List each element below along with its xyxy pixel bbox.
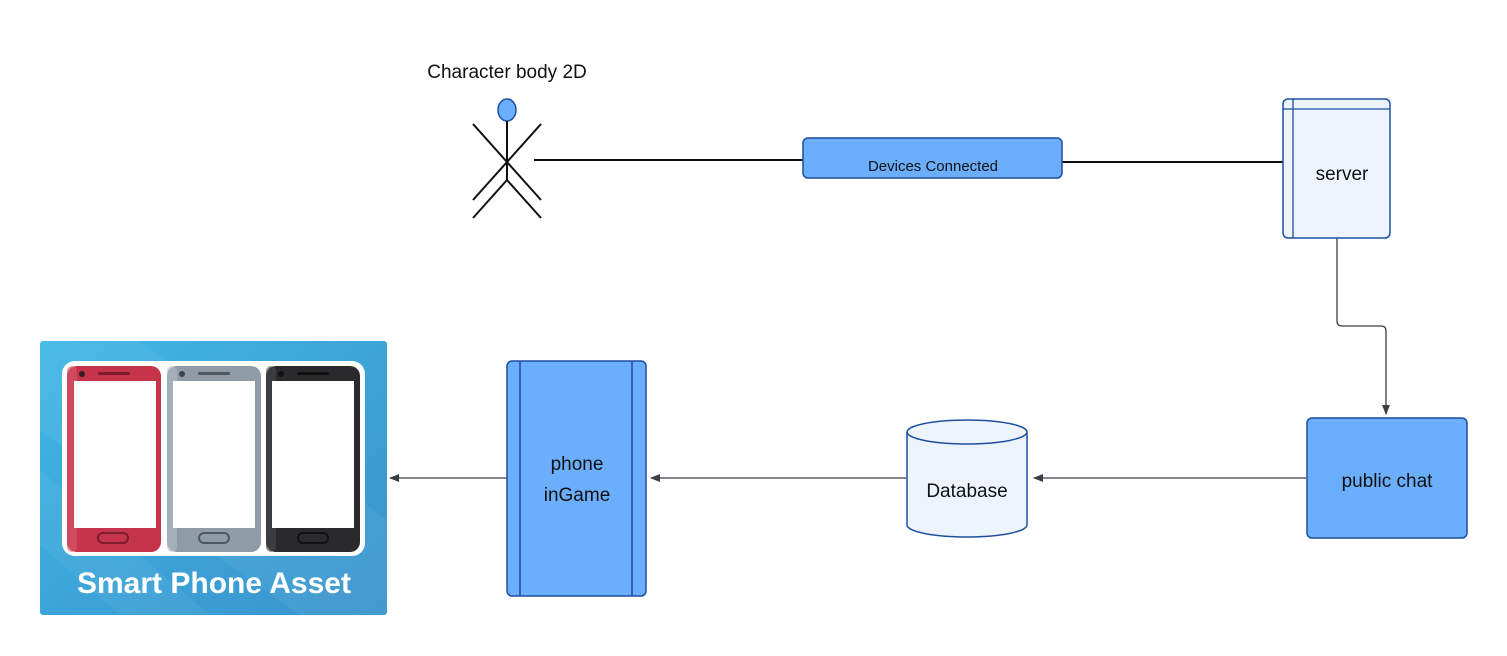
- actor-label: Character body 2D: [427, 62, 586, 83]
- edge-server-to-public-chat[interactable]: [1336, 238, 1390, 415]
- phone-ingame-label-line1: phone: [551, 454, 604, 475]
- devices-connected-node[interactable]: Devices Connected: [802, 137, 1063, 179]
- public-chat-node[interactable]: public chat: [1306, 417, 1468, 539]
- red-phone-icon: [67, 366, 161, 552]
- asset-caption: Smart Phone Asset: [77, 567, 351, 600]
- server-label: server: [1316, 164, 1369, 185]
- black-phone-icon: [266, 366, 360, 552]
- database-node[interactable]: Database: [906, 419, 1028, 538]
- database-label: Database: [926, 481, 1007, 502]
- silver-phone-icon: [167, 366, 261, 552]
- stick-figure-actor-icon: [472, 98, 542, 219]
- actor[interactable]: Character body 2D: [427, 62, 587, 219]
- phone-ingame-label-line2: inGame: [544, 485, 611, 506]
- public-chat-label: public chat: [1342, 471, 1434, 492]
- smart-phone-asset-image: Smart Phone Asset: [40, 341, 387, 615]
- devices-connected-label: Devices Connected: [868, 158, 998, 175]
- phone-ingame-node[interactable]: phone inGame: [506, 360, 647, 597]
- server-node[interactable]: server: [1282, 98, 1391, 239]
